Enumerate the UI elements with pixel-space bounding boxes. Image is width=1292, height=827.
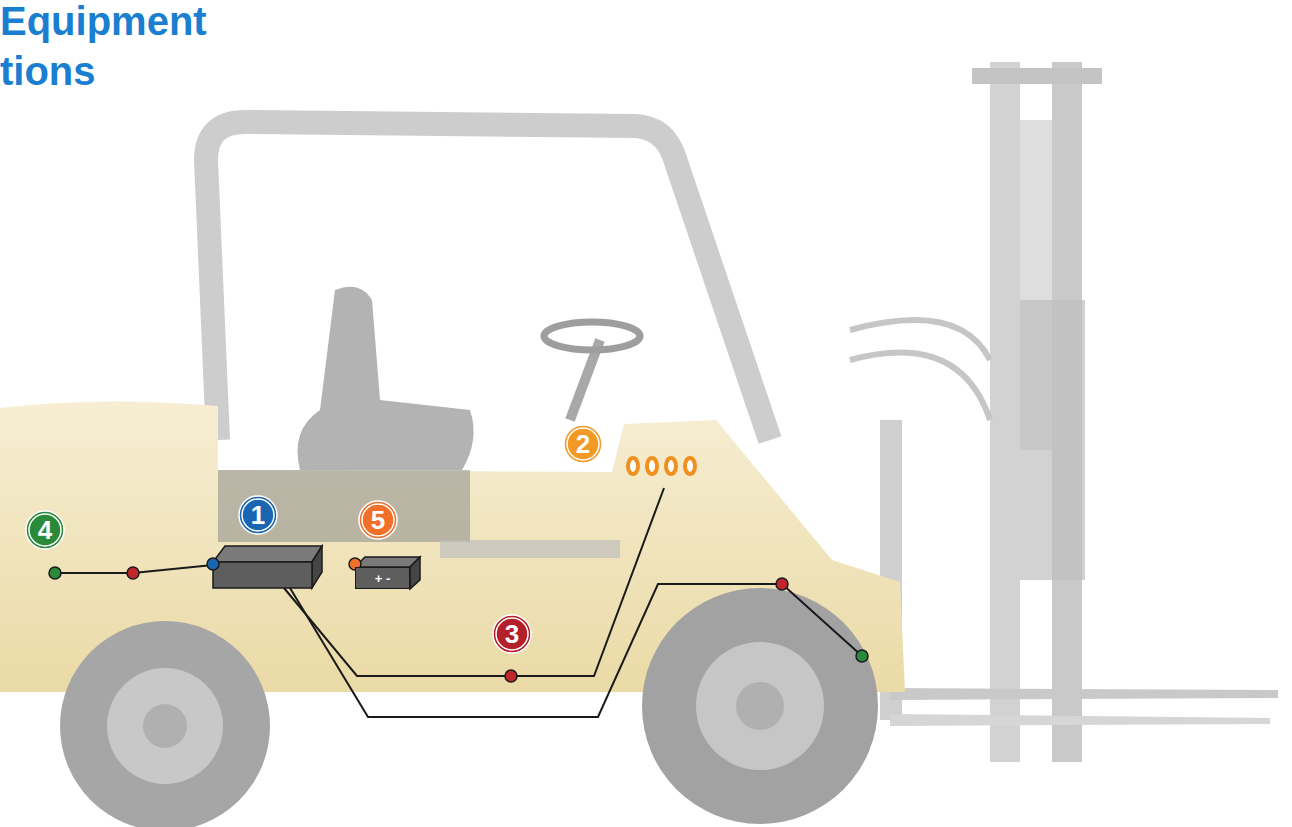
box-front: [213, 562, 312, 588]
tire: [60, 621, 270, 827]
fork-blade: [890, 688, 1278, 700]
coil: [628, 458, 638, 474]
hydraulic-hose: [850, 320, 990, 420]
battery: [355, 557, 420, 589]
callout-ring: [242, 499, 274, 531]
callout-number: 4: [25, 510, 65, 550]
fork-blade: [890, 714, 1270, 726]
sensor-dot: [856, 650, 868, 662]
callout-number: 3: [492, 614, 532, 654]
callout-number: 5: [358, 500, 398, 540]
box-side: [312, 546, 322, 588]
front-wheel: [642, 588, 878, 824]
node-texts: 3: [492, 614, 532, 654]
wire: [284, 488, 664, 676]
callout-fill: [239, 496, 277, 534]
mast-rail: [990, 62, 1020, 762]
box-top: [213, 546, 322, 562]
node-texts: + -: [356, 568, 409, 588]
tire: [642, 588, 878, 824]
rim: [107, 668, 223, 784]
connection-dots: [49, 558, 868, 682]
callout-fill: [26, 511, 64, 549]
callout-ring: [567, 428, 599, 460]
control-unit: [213, 546, 322, 588]
rear-wheel: [60, 621, 270, 827]
sensor-dot: [49, 567, 61, 579]
connector-coils: [628, 458, 695, 474]
steering-wheel: [544, 322, 640, 350]
node-texts: 2: [563, 424, 603, 464]
junction-dot: [127, 567, 139, 579]
callout-number: 4: [38, 516, 52, 544]
rim: [696, 642, 824, 770]
callout-fill: [493, 615, 531, 653]
wire: [290, 584, 862, 717]
forks: [880, 420, 1278, 726]
junction-dot: [505, 670, 517, 682]
battery-side: [410, 557, 420, 589]
callout-ring: [362, 504, 394, 536]
callout-fill: [359, 501, 397, 539]
callout-number: 5: [371, 506, 385, 534]
node-texts: 5: [358, 500, 398, 540]
coil: [647, 458, 657, 474]
node-texts: 4: [25, 510, 65, 550]
coil: [685, 458, 695, 474]
coil: [666, 458, 676, 474]
callout-number: 1: [251, 501, 265, 529]
callout-number: 2: [563, 424, 603, 464]
floor-step: [440, 540, 620, 558]
page-title: Equipment tions: [0, 0, 300, 96]
overhead-guard: [206, 122, 770, 440]
battery-box: + -: [355, 567, 410, 589]
mast-crossbar: [972, 68, 1102, 84]
battery-top: [355, 557, 420, 567]
hub: [143, 704, 187, 748]
unit-dot: [207, 558, 219, 570]
node-texts: 1: [238, 495, 278, 535]
callout-number: 3: [505, 620, 519, 648]
terminal-label: + -: [375, 571, 391, 586]
junction-dot: [776, 578, 788, 590]
wiring: [55, 488, 862, 717]
callout-number: 1: [238, 495, 278, 535]
callout-ring: [496, 618, 528, 650]
hub: [736, 682, 784, 730]
callout-ring: [29, 514, 61, 546]
callout-number: 2: [576, 430, 590, 458]
carriage: [1020, 300, 1085, 580]
callout-fill: [564, 425, 602, 463]
operator-seat: [298, 287, 474, 470]
engine-cover: [218, 470, 470, 542]
